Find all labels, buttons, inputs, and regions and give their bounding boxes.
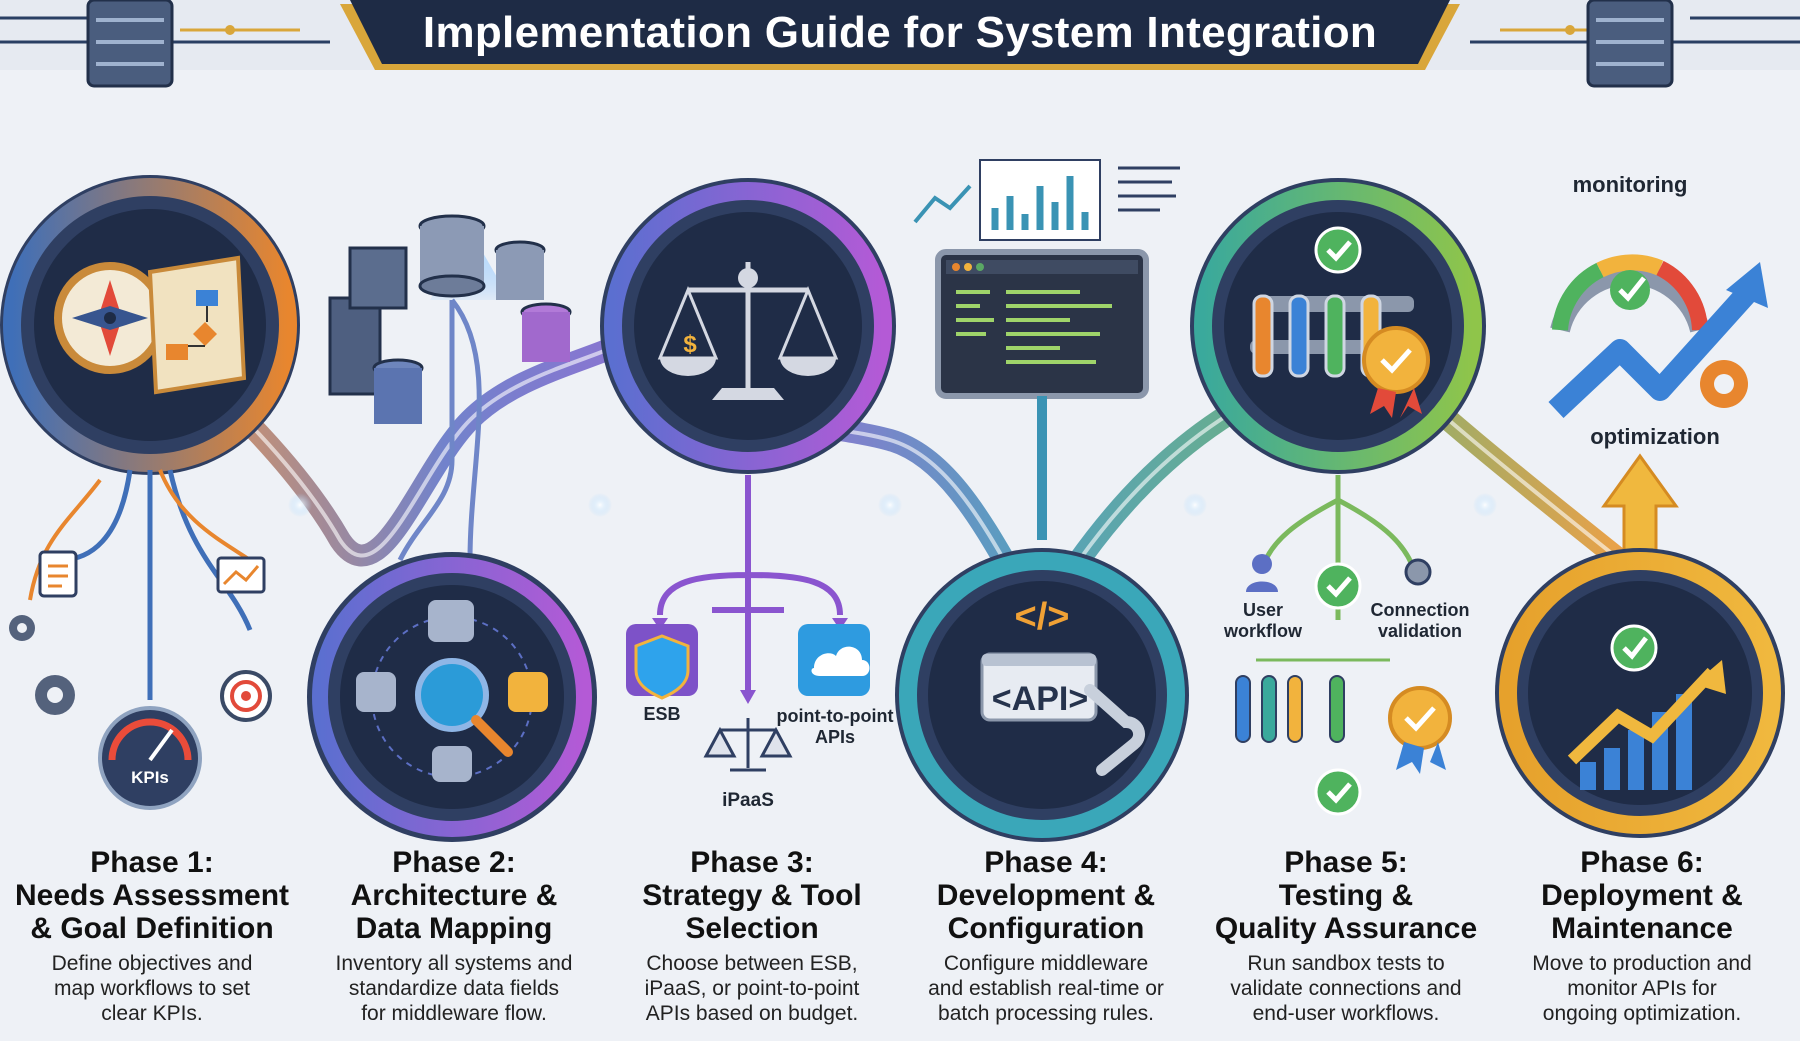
phase-4-badge bbox=[895, 548, 1189, 842]
phase-title: Phase 4:Development &Configuration bbox=[936, 846, 1156, 945]
connection-node-icon bbox=[1404, 558, 1432, 586]
phase-2-badge bbox=[307, 552, 597, 842]
connection-validation-label: Connection validation bbox=[1370, 600, 1470, 641]
server-rack-icon bbox=[1586, 0, 1674, 88]
magnifier-data-icon bbox=[415, 658, 513, 757]
chart-board-icon bbox=[216, 556, 266, 594]
gear-icon bbox=[1700, 360, 1748, 408]
phase-1-badge bbox=[0, 175, 300, 475]
monitoring-gauge-icon bbox=[1550, 254, 1710, 333]
monitoring-label: monitoring bbox=[1572, 172, 1688, 197]
esb-shield-icon bbox=[626, 624, 698, 700]
user-icon bbox=[1246, 554, 1278, 592]
phase-5-branch-lines bbox=[1259, 475, 1417, 620]
point-to-point-label: point-to-point APIs bbox=[776, 706, 894, 747]
server-rack-icon bbox=[86, 0, 174, 88]
cloud-api-icon bbox=[798, 624, 870, 696]
ipaas-label: iPaaS bbox=[722, 790, 774, 811]
phase-5-badge bbox=[1190, 178, 1486, 474]
optimization-label: optimization bbox=[1590, 424, 1720, 449]
test-tube-row-icon bbox=[1235, 658, 1390, 743]
phase-6-text: Phase 6:Deployment &Maintenance Move to … bbox=[1494, 846, 1790, 1026]
page-title: Implementation Guide for System Integrat… bbox=[422, 8, 1378, 57]
award-seal-icon bbox=[1388, 686, 1452, 774]
phase-title: Phase 1:Needs Assessment& Goal Definitio… bbox=[14, 846, 290, 945]
database-cluster-icon bbox=[328, 214, 572, 424]
phase-2-text: Phase 2:Architecture &Data Mapping Inven… bbox=[306, 846, 602, 1026]
kpi-gauge-icon bbox=[98, 706, 202, 810]
check-icon bbox=[1314, 562, 1362, 610]
gear-icon bbox=[9, 615, 35, 641]
gear-icon bbox=[35, 675, 75, 715]
title-banner bbox=[340, 0, 1460, 70]
phase-1-text: Phase 1:Needs Assessment& Goal Definitio… bbox=[4, 846, 300, 1026]
ipaas-scale-icon bbox=[703, 718, 793, 772]
title-banner-container: Implementation Guide for System Integrat… bbox=[340, 0, 1460, 66]
trend-arrow-icon bbox=[1548, 262, 1768, 419]
compass-icon bbox=[54, 262, 166, 374]
phase-title: Phase 5:Testing &Quality Assurance bbox=[1214, 846, 1478, 945]
phase-title: Phase 2:Architecture &Data Mapping bbox=[350, 846, 558, 945]
pipeline-glow-nodes bbox=[288, 493, 1497, 517]
user-workflow-label: User workflow bbox=[1223, 600, 1302, 641]
code-tag-label: </> bbox=[1014, 596, 1070, 638]
workflow-map-icon bbox=[147, 255, 247, 395]
esb-label: ESB bbox=[643, 704, 681, 724]
code-monitor-icon bbox=[935, 249, 1149, 399]
kpi-label: KPIs bbox=[131, 768, 169, 787]
api-label: <API> bbox=[991, 680, 1089, 718]
phase-description: Choose between ESB,iPaaS, or point-to-po… bbox=[644, 952, 860, 1025]
phase-3-branch-arrows bbox=[657, 475, 843, 690]
check-icon bbox=[1314, 768, 1362, 816]
balance-scale-icon: $ bbox=[657, 262, 839, 400]
check-icon bbox=[1314, 226, 1362, 274]
award-seal-icon bbox=[1362, 326, 1430, 418]
phase-3-badge: $ bbox=[600, 178, 896, 474]
analytics-charts-icon bbox=[913, 159, 1180, 241]
growth-chart-icon bbox=[1567, 624, 1726, 790]
phase-4-text: Phase 4:Development &Configuration Confi… bbox=[898, 846, 1194, 1026]
api-wrench-icon bbox=[980, 652, 1145, 776]
test-tubes-icon bbox=[1250, 294, 1426, 378]
phase-6-badge bbox=[1495, 548, 1785, 838]
svg-text:$: $ bbox=[683, 331, 697, 358]
target-icon bbox=[220, 670, 272, 722]
clipboard-icon bbox=[38, 550, 78, 598]
database-icon bbox=[356, 600, 548, 782]
phase-5-text: Phase 5:Testing &Quality Assurance Run s… bbox=[1198, 846, 1494, 1026]
phase-title: Phase 6:Deployment &Maintenance bbox=[1541, 846, 1743, 945]
phase-2-branch-lines bbox=[397, 298, 482, 562]
